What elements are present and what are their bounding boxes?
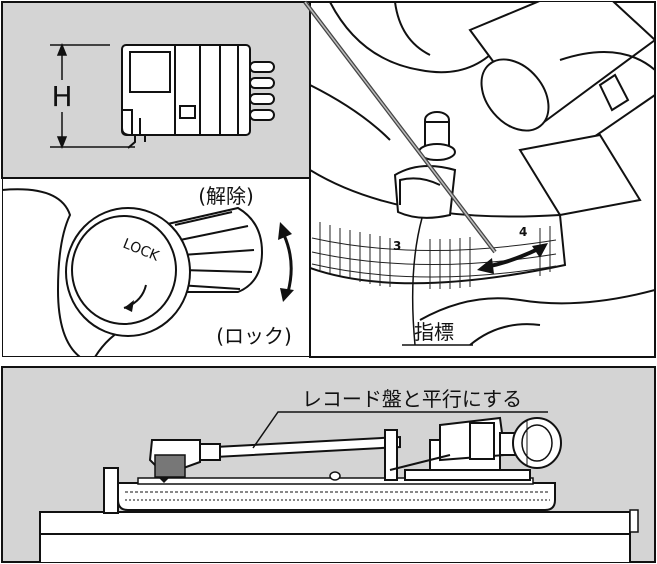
parallel-leader-line [252, 411, 548, 449]
cartridge-pins [249, 61, 275, 121]
tonearm-connector [199, 443, 221, 461]
height-scale-ring [310, 168, 567, 285]
stylus-tip [158, 477, 170, 483]
scale-number-4: 4 [519, 225, 527, 239]
scale-number-3: 3 [393, 239, 401, 253]
arm-rest-block [518, 133, 642, 217]
pivot-housing [469, 422, 495, 460]
dimension-h-marker [50, 42, 135, 150]
arm-base-contour-top [394, 2, 431, 56]
panel-side-view: レコード盤と平行にする [1, 366, 656, 563]
spindle [329, 471, 341, 481]
index-pointer-line [411, 217, 423, 346]
panel-arm-base: 3 4 指標 [303, 0, 656, 358]
arm-pipe-end [480, 58, 550, 132]
rotation-double-arrow [278, 222, 294, 302]
counterweight-face [521, 424, 553, 462]
scale-grid [311, 222, 557, 289]
arm-base-plate [404, 469, 531, 481]
leader-line-highlight [304, 1, 496, 253]
panel-lock-lever: LOCK (解除) (ロック) [2, 178, 310, 357]
arm-base-contour [329, 2, 501, 74]
arm-base-contour-left [310, 84, 391, 141]
pipe-clamp [598, 73, 630, 112]
lift-lever[interactable] [389, 454, 451, 471]
lock-knob[interactable] [65, 207, 191, 337]
dust-cover-post [103, 467, 119, 514]
plinth-side-button [629, 509, 639, 533]
plinth-top-edge [39, 511, 631, 535]
arm-rest [384, 429, 398, 481]
arm-base-lower-curve [419, 289, 655, 321]
lock-label: (ロック) [216, 324, 292, 348]
platter [117, 482, 556, 511]
release-label: (解除) [198, 184, 254, 208]
panel-cartridge-height: H [1, 1, 311, 179]
cartridge-body [154, 454, 186, 478]
scale-adjust-double-arrow [477, 243, 548, 274]
scale-boss [393, 165, 457, 219]
parallel-label: レコード盤と平行にする [302, 387, 522, 411]
index-label: 指標 [414, 320, 454, 344]
base-outline-left [2, 188, 81, 357]
height-label: H [51, 80, 72, 113]
knob-arrow-head [124, 300, 134, 312]
cartridge-drawing [121, 44, 251, 149]
